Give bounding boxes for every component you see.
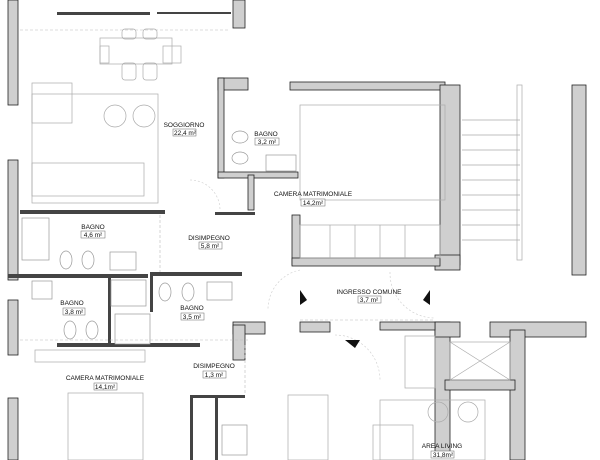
svg-text:31,8m²: 31,8m² xyxy=(433,452,454,459)
room-label-bagno-3: BAGNO 3,8 m² xyxy=(60,300,86,316)
svg-text:AREA LIVING: AREA LIVING xyxy=(422,443,462,450)
svg-text:4,6 m²: 4,6 m² xyxy=(84,232,103,239)
room-label-camera-matrimoniale-1: CAMERA MATRIMONIALE 14,2m² xyxy=(274,191,353,207)
svg-text:CAMERA MATRIMONIALE: CAMERA MATRIMONIALE xyxy=(274,191,353,198)
svg-text:3,7 m²: 3,7 m² xyxy=(360,297,379,304)
svg-text:CAMERA MATRIMONIALE: CAMERA MATRIMONIALE xyxy=(66,375,145,382)
room-label-area-living: AREA LIVING 31,8m² xyxy=(422,443,462,459)
room-label-soggiorno: SOGGIORNO 22,4 m² xyxy=(164,122,205,137)
svg-text:3,5 m²: 3,5 m² xyxy=(183,314,202,321)
svg-text:1,3 m²: 1,3 m² xyxy=(205,372,224,379)
entry-arrow-icon xyxy=(345,340,360,348)
walls xyxy=(7,0,587,460)
room-label-bagno-2: BAGNO 4,6 m² xyxy=(80,224,106,239)
svg-text:3,8 m²: 3,8 m² xyxy=(65,309,84,316)
svg-text:BAGNO: BAGNO xyxy=(81,224,104,231)
svg-text:BAGNO: BAGNO xyxy=(60,300,83,307)
svg-text:BAGNO: BAGNO xyxy=(254,131,277,138)
svg-text:22,4 m²: 22,4 m² xyxy=(174,130,197,137)
entry-arrow-icon xyxy=(300,290,307,305)
room-label-camera-matrimoniale-2: CAMERA MATRIMONIALE 14,1m² xyxy=(66,375,145,391)
elevator-shaft xyxy=(449,341,511,381)
svg-text:14,1m²: 14,1m² xyxy=(95,384,116,391)
room-label-ingresso-comune: INGRESSO COMUNE 3,7 m² xyxy=(336,289,402,304)
svg-text:INGRESSO COMUNE: INGRESSO COMUNE xyxy=(336,289,402,296)
svg-text:14,2m²: 14,2m² xyxy=(303,200,324,207)
room-label-disimpegno-1: DISIMPEGNO 5,8 m² xyxy=(188,235,230,250)
svg-text:DISIMPEGNO: DISIMPEGNO xyxy=(193,363,235,370)
svg-text:DISIMPEGNO: DISIMPEGNO xyxy=(188,235,230,242)
entry-arrow-icon xyxy=(423,290,430,305)
svg-text:SOGGIORNO: SOGGIORNO xyxy=(164,122,205,129)
svg-text:3,2 m²: 3,2 m² xyxy=(258,139,277,146)
svg-text:BAGNO: BAGNO xyxy=(180,305,203,312)
staircase xyxy=(462,84,523,261)
room-label-bagno-1: BAGNO 3,2 m² xyxy=(254,131,280,146)
room-label-disimpegno-2: DISIMPEGNO 1,3 m² xyxy=(193,363,235,379)
svg-text:5,8 m²: 5,8 m² xyxy=(201,243,220,250)
furniture xyxy=(20,28,523,460)
room-label-bagno-4: BAGNO 3,5 m² xyxy=(180,305,205,321)
